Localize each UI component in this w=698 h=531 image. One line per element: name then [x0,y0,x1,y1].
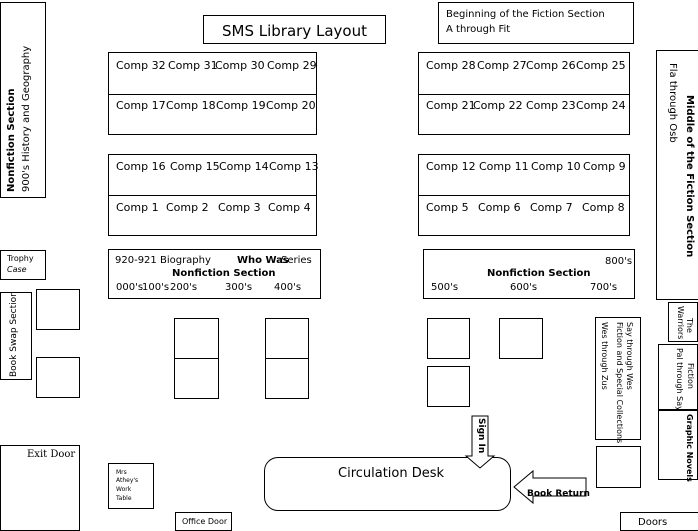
computer-label: Comp 28 [426,59,476,72]
small-table [596,446,641,488]
computer-label: Comp 1 [116,201,159,214]
exit-door [0,445,80,531]
computer-label: Comp 17 [116,99,166,112]
computer-label: Comp 5 [426,201,469,214]
nonfiction-right-shelf [423,249,635,299]
nonfiction-900-shelf [0,2,46,198]
computer-label: Comp 32 [116,59,166,72]
trophy-case [0,250,46,280]
computer-label: Comp 7 [530,201,573,214]
athey-line2: Athey's [116,477,139,484]
small-table [174,318,219,359]
series-label: Series [281,255,312,266]
computer-table-left-top [108,52,317,135]
athey-work-table [108,463,154,509]
book-return-label: Book Return [527,489,590,499]
athey-line4: Table [116,495,132,502]
computer-table-right-top [418,52,630,135]
computer-label: Comp 25 [576,59,626,72]
nonfiction-right-title: Nonfiction Section [487,268,591,279]
table-divider [418,195,630,196]
dewey-800: 800's [605,256,633,267]
small-table [499,318,543,359]
computer-label: Comp 13 [269,160,319,173]
computer-label: Comp 24 [576,99,626,112]
dewey-400: 400's [274,282,302,293]
trophy-case-line1: Trophy [7,254,34,263]
exit-door-label: Exit Door [27,449,76,460]
small-table [265,318,309,359]
computer-label: Comp 9 [583,160,626,173]
trophy-case-line2: Case [7,265,27,274]
small-table [427,366,470,407]
small-table [36,357,80,398]
dewey-300: 300's [225,282,253,293]
title-box [203,15,386,44]
table-divider [108,195,317,196]
doors-label: Doors [638,517,668,528]
computer-label: Comp 4 [268,201,311,214]
fiction-beginning-range: A through Fit [446,24,511,35]
computer-label: Comp 26 [526,59,576,72]
computer-label: Comp 21 [426,99,476,112]
computer-label: Comp 20 [266,99,316,112]
fiction-beginning-box [438,2,634,44]
computer-label: Comp 15 [170,160,220,173]
fiction-beginning-title: Beginning of the Fiction Section [446,9,605,20]
computer-label: Comp 22 [473,99,523,112]
small-table [174,358,219,399]
sign-in-label: Sign In [476,418,486,454]
computer-label: Comp 18 [166,99,216,112]
office-door-label: Office Door [182,517,228,526]
computer-label: Comp 16 [116,160,166,173]
dewey-500: 500's [431,282,459,293]
nonfiction-left-shelf [108,249,321,299]
computer-label: Comp 23 [526,99,576,112]
computer-label: Comp 11 [479,160,529,173]
dewey-200: 200's [170,282,198,293]
fiction-middle-shelf [656,50,698,300]
page-title: SMS Library Layout [222,22,367,40]
small-table [427,318,470,359]
computer-label: Comp 6 [478,201,521,214]
fiction-pal-shelf [658,344,698,410]
computer-label: Comp 12 [426,160,476,173]
computer-label: Comp 31 [168,59,218,72]
circulation-desk-label: Circulation Desk [338,466,445,481]
computer-label: Comp 8 [582,201,625,214]
dewey-000: 000's [116,282,144,293]
dewey-700: 700's [590,282,618,293]
book-return-arrow [513,469,587,505]
small-table [265,358,309,399]
table-divider [418,94,630,95]
computer-label: Comp 27 [477,59,527,72]
computer-label: Comp 2 [166,201,209,214]
fiction-special-shelf [595,317,641,440]
who-was-label: Who Was [237,255,289,266]
computer-label: Comp 29 [267,59,317,72]
computer-label: Comp 30 [215,59,265,72]
athey-line1: Mrs [116,469,127,476]
computer-label: Comp 14 [219,160,269,173]
computer-label: Comp 10 [531,160,581,173]
dewey-100: 100's [142,282,170,293]
computer-label: Comp 19 [216,99,266,112]
nonfiction-left-title: Nonfiction Section [172,268,276,279]
sign-in-arrow [464,415,496,469]
computer-label: Comp 3 [218,201,261,214]
circulation-desk [264,457,511,511]
athey-line3: Work [116,486,132,493]
small-table [36,289,80,330]
biography-label: 920-921 Biography [115,255,211,266]
table-divider [108,94,317,95]
dewey-600: 600's [510,282,538,293]
book-swap-shelf [0,292,32,380]
